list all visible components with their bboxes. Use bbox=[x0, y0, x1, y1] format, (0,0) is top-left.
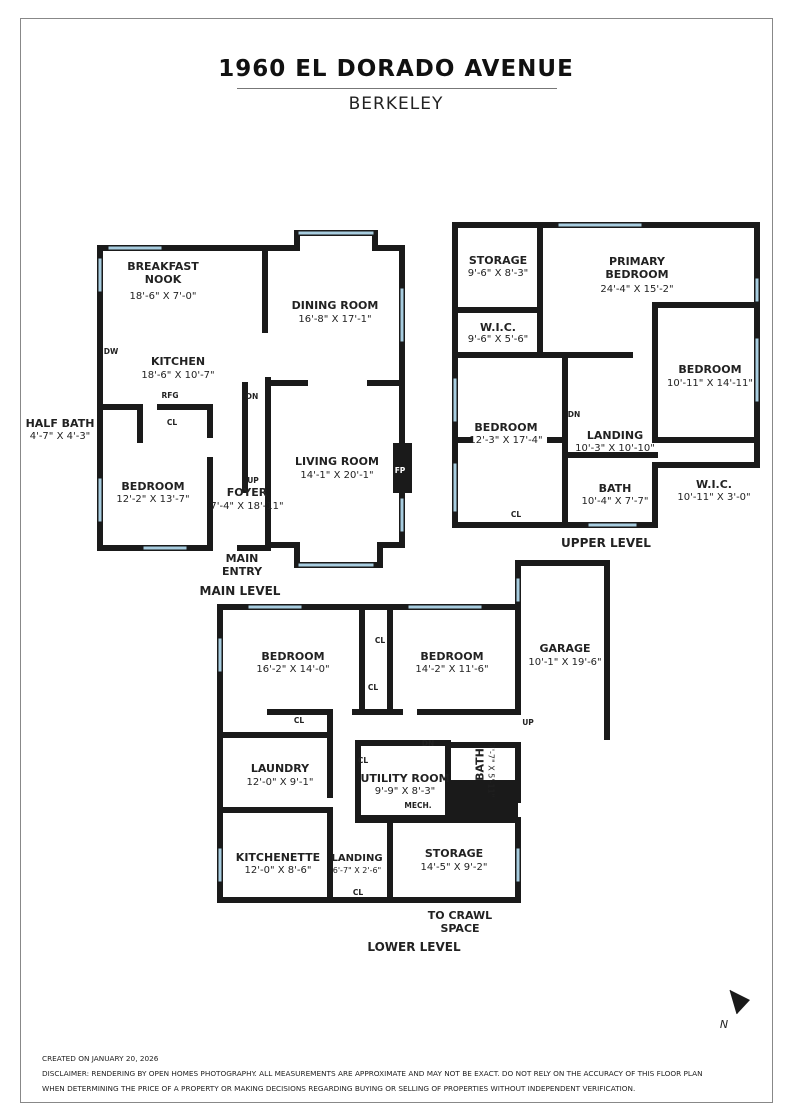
closet-label: CL bbox=[166, 418, 178, 427]
closet-label: CL bbox=[357, 756, 369, 765]
stairs-down-label: DN bbox=[421, 739, 435, 748]
room-name-foyer: FOYER bbox=[226, 486, 268, 499]
room-dims-kitchen: 18'-6" X 10'-7" bbox=[141, 370, 215, 381]
room-name-bedroom: BEDROOM bbox=[121, 480, 185, 493]
created-date: CREATED ON JANUARY 20, 2026 bbox=[42, 1054, 159, 1063]
stairs-down-label: DN bbox=[567, 410, 581, 419]
room-dims-garage: 10'-1" X 19'-6" bbox=[528, 657, 602, 668]
room-dims-breakfast-nook: 18'-6" X 7'-0" bbox=[129, 291, 197, 302]
room-dims-bedroom-1: 16'-2" X 14'-0" bbox=[256, 664, 330, 675]
page-border bbox=[20, 18, 773, 1103]
room-name-bedroom-west: BEDROOM bbox=[474, 421, 538, 434]
room-dims-bedroom: 12'-2" X 13'-7" bbox=[116, 494, 190, 505]
room-dims-dining-room: 16'-8" X 17'-1" bbox=[298, 314, 372, 325]
room-dims-landing: 6'-7" X 2'-6" bbox=[332, 866, 382, 875]
crawl-space-label: TO CRAWL SPACE bbox=[427, 909, 493, 935]
room-dims-primary-bedroom: 24'-4" X 15'-2" bbox=[600, 284, 674, 295]
room-name-dining-room: DINING ROOM bbox=[291, 299, 379, 312]
room-name-utility-room: UTILITY ROOM bbox=[360, 772, 450, 785]
room-name-bedroom-2: BEDROOM bbox=[420, 650, 484, 663]
property-title: 1960 EL DORADO AVENUE bbox=[218, 56, 574, 82]
mechanical-label: MECH. bbox=[404, 801, 432, 810]
room-dims-storage: 14'-5" X 9'-2" bbox=[420, 862, 488, 873]
main-level-walls bbox=[97, 230, 412, 568]
room-dims-bedroom-east: 10'-11" X 14'-11" bbox=[666, 378, 754, 389]
closet-label: CL bbox=[352, 888, 364, 897]
room-name-wic: W.I.C. bbox=[480, 321, 516, 334]
room-dims-half-bath: 4'-7" X 4'-3" bbox=[29, 431, 91, 442]
room-dims-bedroom-2: 14'-2" X 11'-6" bbox=[415, 664, 489, 675]
stairs-up-label: UP bbox=[522, 718, 534, 727]
upper-level-label: UPPER LEVEL bbox=[561, 536, 651, 550]
room-name-landing: LANDING bbox=[331, 853, 383, 864]
disclaimer-line-1: DISCLAIMER: RENDERING BY OPEN HOMES PHOT… bbox=[42, 1069, 703, 1078]
room-name-bedroom-east: BEDROOM bbox=[678, 363, 742, 376]
room-dims-storage: 9'-6" X 8'-3" bbox=[467, 268, 529, 279]
room-name-kitchenette: KITCHENETTE bbox=[235, 851, 321, 864]
dishwasher-label: DW bbox=[103, 347, 119, 356]
room-name-breakfast-nook: BREAKFAST NOOK bbox=[127, 260, 199, 286]
title-divider bbox=[237, 88, 557, 89]
disclaimer-line-2: WHEN DETERMINING THE PRICE OF A PROPERTY… bbox=[42, 1084, 636, 1093]
room-name-landing: LANDING bbox=[586, 429, 644, 442]
room-name-storage: STORAGE bbox=[424, 847, 484, 860]
north-label: N bbox=[719, 1018, 729, 1031]
stairs-down-label: DN bbox=[245, 392, 259, 401]
room-dims-kitchenette: 12'-0" X 8'-6" bbox=[244, 865, 312, 876]
room-dims-utility-room: 9'-9" X 8'-3" bbox=[374, 786, 436, 797]
room-dims-living-room: 14'-1" X 20'-1" bbox=[300, 470, 374, 481]
room-name-storage: STORAGE bbox=[468, 254, 528, 267]
room-name-bedroom-1: BEDROOM bbox=[261, 650, 325, 663]
room-name-kitchen: KITCHEN bbox=[150, 355, 206, 368]
room-name-primary-bedroom: PRIMARY BEDROOM bbox=[605, 255, 669, 281]
main-entry-label: MAIN ENTRY bbox=[222, 552, 263, 578]
upper-level-walls bbox=[452, 222, 760, 528]
lower-level-walls bbox=[217, 560, 610, 903]
room-name-bath: BATH bbox=[598, 482, 632, 495]
main-level-label: MAIN LEVEL bbox=[199, 584, 281, 598]
closet-label: CL bbox=[374, 636, 386, 645]
footer: CREATED ON JANUARY 20, 2026 DISCLAIMER: … bbox=[42, 1051, 703, 1096]
room-name-half-bath: HALF BATH bbox=[25, 417, 95, 430]
city-subtitle: BERKELEY bbox=[348, 94, 444, 114]
closet-label: CL bbox=[293, 716, 305, 725]
room-dims-laundry: 12'-0" X 9'-1" bbox=[246, 777, 314, 788]
fireplace-label: FP bbox=[394, 466, 406, 475]
closet-label: CL bbox=[367, 683, 379, 692]
room-dims-bedroom-west: 12'-3" X 17'-4" bbox=[469, 435, 543, 446]
room-name-laundry: LAUNDRY bbox=[250, 762, 310, 775]
refrigerator-label: RFG bbox=[161, 391, 179, 400]
stairs-up-label: UP bbox=[247, 476, 259, 485]
room-dims-bath: 10'-4" X 7'-7" bbox=[581, 496, 649, 507]
room-name-garage: GARAGE bbox=[539, 642, 591, 655]
room-dims-foyer: 7'-4" X 18'-11" bbox=[210, 501, 284, 512]
room-dims-wic: 9'-6" X 5'-6" bbox=[467, 334, 529, 345]
closet-label: CL bbox=[510, 510, 522, 519]
room-dims-landing: 10'-3" X 10'-10" bbox=[575, 443, 655, 454]
room-name-wic-2: W.I.C. bbox=[696, 478, 732, 491]
room-dims-wic-2: 10'-11" X 3'-0" bbox=[677, 492, 751, 503]
lower-level-label: LOWER LEVEL bbox=[367, 940, 461, 954]
windows bbox=[98, 223, 759, 882]
room-name-living-room: LIVING ROOM bbox=[295, 455, 379, 468]
